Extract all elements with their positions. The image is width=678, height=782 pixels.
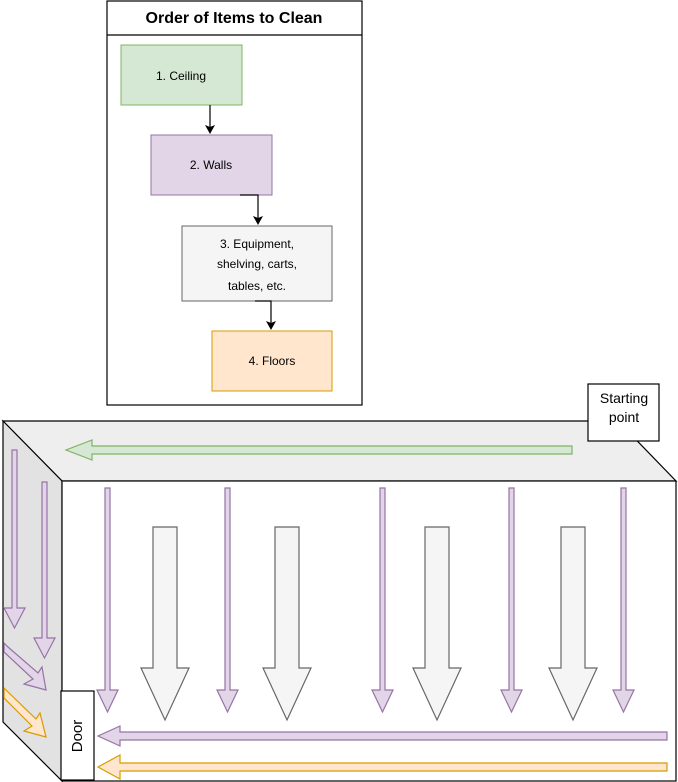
- equipment-arrows: [140, 526, 598, 722]
- step-floors-label: 4. Floors: [249, 354, 296, 368]
- wall-arrow: [371, 487, 394, 714]
- wall-arrow: [33, 481, 56, 660]
- connector-arrowhead-1: [205, 125, 215, 134]
- step-ceiling-box: [120, 44, 243, 106]
- wall-arrow-diagonal: [3, 641, 47, 691]
- room: Starting point Door: [1, 383, 678, 782]
- step-floors-box: [211, 330, 333, 392]
- starting-point-line-1: Starting: [600, 390, 648, 406]
- wall-arrows-left: [3, 449, 56, 691]
- equipment-arrow: [140, 526, 190, 722]
- wall-arrow: [96, 487, 119, 714]
- floor-arrow-diagonal: [3, 686, 47, 738]
- step-equipment-line-1: 3. Equipment,: [220, 237, 294, 251]
- equipment-arrow: [262, 526, 312, 722]
- step-equipment-line-3: tables, etc.: [228, 279, 286, 293]
- wall-arrows-front: [96, 487, 635, 714]
- equipment-arrow: [412, 526, 462, 722]
- equipment-arrow: [548, 526, 598, 722]
- door-label: Door: [69, 720, 86, 753]
- step-walls-box: [150, 134, 273, 196]
- step-equipment-line-2: shelving, carts,: [217, 257, 297, 271]
- ceiling-arrow: [64, 439, 573, 461]
- starting-point-box: [587, 383, 660, 442]
- starting-point-line-2: point: [609, 409, 639, 425]
- wall-arrow: [500, 487, 523, 714]
- connector-arrowhead-2: [253, 216, 263, 225]
- connector-walls-equipment: [240, 194, 259, 218]
- connector-arrowhead-3: [266, 321, 276, 330]
- legend-box: Order of Items to Clean 1. Ceiling 2. Wa…: [106, 0, 363, 406]
- legend-title: Order of Items to Clean: [146, 10, 323, 27]
- step-walls-label: 2. Walls: [190, 158, 232, 172]
- floor-arrow: [96, 753, 668, 781]
- wall-arrow: [216, 487, 239, 714]
- step-ceiling-label: 1. Ceiling: [156, 69, 206, 83]
- connector-equipment-floors: [255, 300, 272, 323]
- wall-arrow: [3, 449, 26, 630]
- door: [60, 690, 95, 781]
- wall-arrow: [612, 487, 635, 714]
- wall-arrow-bottom: [96, 725, 668, 747]
